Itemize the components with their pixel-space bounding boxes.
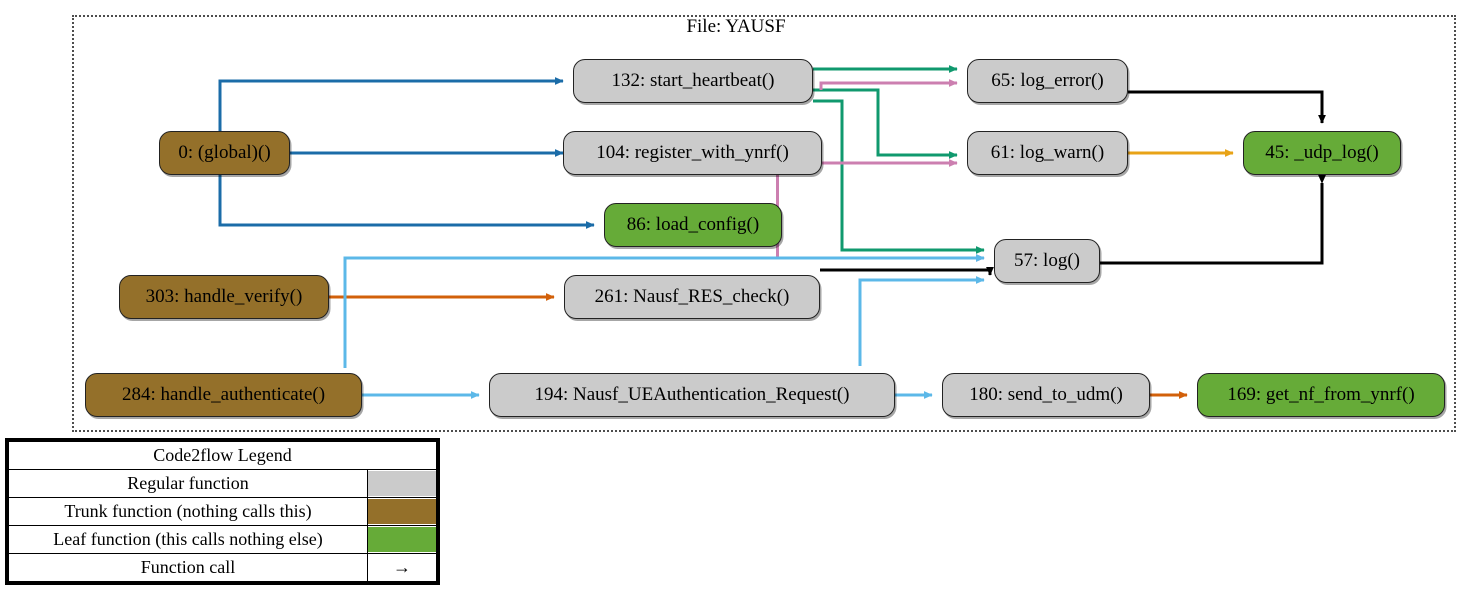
color-swatch (368, 499, 436, 524)
node-label: 194: Nausf_UEAuthentication_Request() (534, 384, 850, 405)
node-label: 65: log_error() (991, 70, 1104, 91)
edge (1128, 90, 1326, 124)
legend-row-label: Leaf function (this calls nothing else) (8, 525, 368, 554)
color-swatch (368, 471, 436, 496)
node-log_warn[interactable]: 61: log_warn() (967, 131, 1128, 175)
node-label: 169: get_nf_from_ynrf() (1227, 384, 1415, 405)
node-handle_verify[interactable]: 303: handle_verify() (119, 275, 329, 319)
edge (218, 77, 564, 131)
edge (820, 266, 994, 276)
edge (343, 254, 985, 368)
node-register[interactable]: 104: register_with_ynrf() (563, 131, 822, 175)
legend-title: Code2flow Legend (8, 441, 437, 470)
node-label: 284: handle_authenticate() (121, 384, 326, 405)
legend-header-row: Code2flow Legend (8, 441, 437, 470)
node-label: 132: start_heartbeat() (611, 70, 775, 91)
node-ue_auth_req[interactable]: 194: Nausf_UEAuthentication_Request() (489, 373, 895, 417)
edge (813, 99, 985, 254)
legend-row: Function call→ (8, 553, 437, 582)
node-udp_log[interactable]: 45: _udp_log() (1243, 131, 1401, 175)
node-res_check[interactable]: 261: Nausf_RES_check() (564, 275, 820, 319)
legend-swatch-leaf (367, 525, 437, 554)
node-get_nf[interactable]: 169: get_nf_from_ynrf() (1197, 373, 1445, 417)
node-label: 104: register_with_ynrf() (596, 142, 789, 163)
node-global[interactable]: 0: (global)() (159, 131, 290, 175)
node-start_heartbeat[interactable]: 132: start_heartbeat() (573, 59, 813, 103)
legend-arrow-icon: → (367, 553, 437, 582)
node-label: 45: _udp_log() (1265, 142, 1379, 163)
node-log[interactable]: 57: log() (994, 239, 1100, 283)
edge (858, 276, 985, 366)
node-label: 86: load_config() (626, 214, 760, 235)
node-send_to_udm[interactable]: 180: send_to_udm() (942, 373, 1150, 417)
node-label: 180: send_to_udm() (969, 384, 1123, 405)
node-log_error[interactable]: 65: log_error() (967, 59, 1128, 103)
file-cluster-box (72, 15, 1456, 432)
legend-row: Leaf function (this calls nothing else) (8, 525, 437, 554)
edge (776, 175, 985, 262)
node-load_config[interactable]: 86: load_config() (604, 203, 782, 247)
cluster-title: File: YAUSF (686, 16, 786, 37)
edge (813, 88, 958, 159)
legend-row-label: Regular function (8, 469, 368, 498)
legend-row-label: Function call (8, 553, 368, 582)
node-label: 261: Nausf_RES_check() (594, 286, 790, 307)
node-label: 57: log() (1014, 250, 1080, 271)
legend-swatch-trunk (367, 497, 437, 526)
node-label: 61: log_warn() (990, 142, 1105, 163)
legend-row: Regular function (8, 469, 437, 498)
edge (819, 79, 958, 90)
legend-row: Trunk function (nothing calls this) (8, 497, 437, 526)
node-handle_auth[interactable]: 284: handle_authenticate() (85, 373, 362, 417)
edge (218, 175, 595, 229)
legend-swatch-regular (367, 469, 437, 498)
node-label: 0: (global)() (178, 142, 271, 163)
edge (1100, 174, 1326, 265)
legend-row-label: Trunk function (nothing calls this) (8, 497, 368, 526)
color-swatch (368, 527, 436, 552)
node-label: 303: handle_verify() (145, 286, 303, 307)
